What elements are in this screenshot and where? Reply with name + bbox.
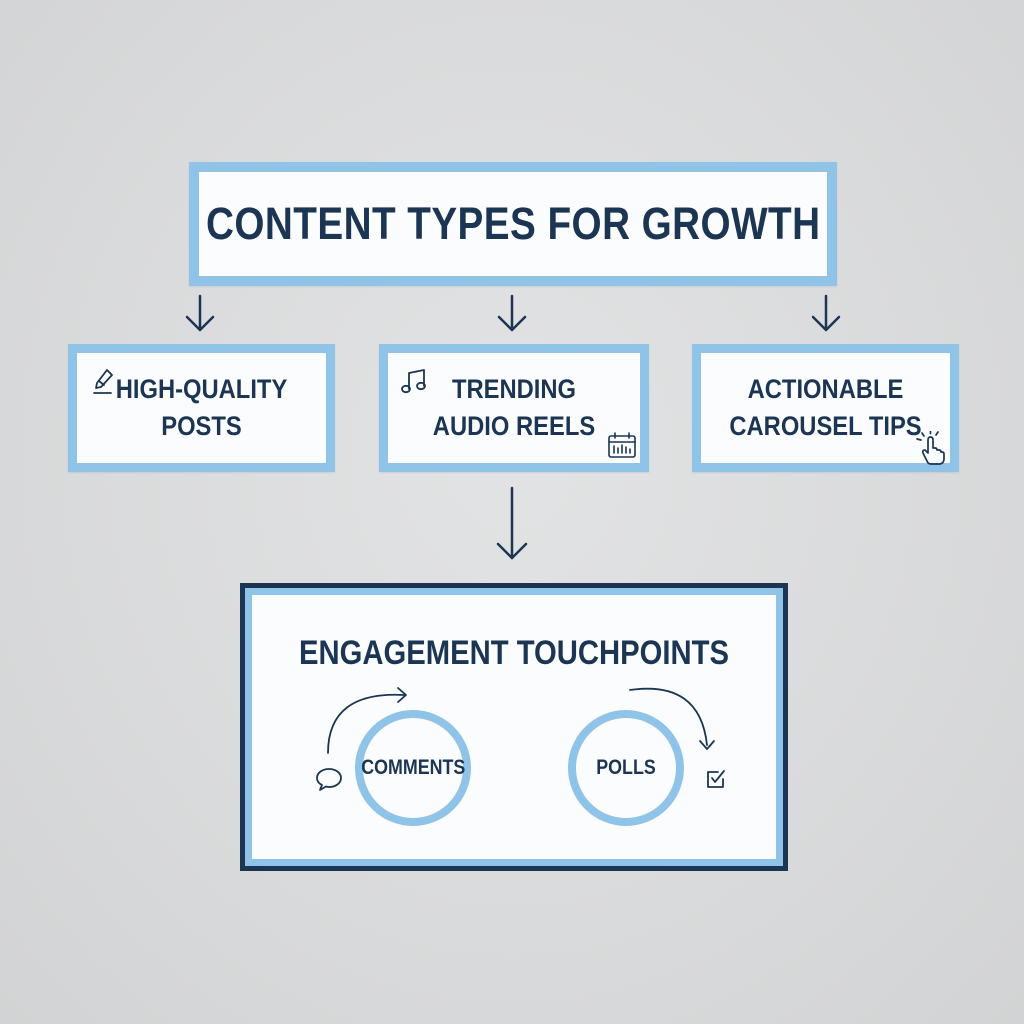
arrow-to-card-2 <box>497 294 527 332</box>
engagement-title: ENGAGEMENT TOUCHPOINTS <box>299 634 729 672</box>
card-1-line-2: POSTS <box>161 411 242 441</box>
engagement-box: ENGAGEMENT TOUCHPOINTS COMMENTS P <box>240 583 788 871</box>
audio-player-icon <box>608 432 636 458</box>
pen-icon <box>93 369 113 394</box>
arrow-to-card-3 <box>811 294 841 332</box>
music-note-icon <box>401 369 426 394</box>
speech-bubble-icon <box>316 768 342 791</box>
arrow-to-engagement <box>496 486 528 560</box>
card-high-quality-posts: HIGH-QUALITY POSTS <box>68 344 335 472</box>
title-box: CONTENT TYPES FOR GROWTH <box>189 162 837 286</box>
card-3-line-1: ACTIONABLE <box>747 374 904 404</box>
card-1-line-1: HIGH-QUALITY <box>115 374 288 404</box>
comments-circle: COMMENTS <box>355 710 471 826</box>
checkbox-icon <box>707 770 725 788</box>
card-3-line-2: CAROUSEL TIPS <box>729 411 922 441</box>
card-trending-audio-reels: TRENDING AUDIO REELS <box>379 344 649 472</box>
card-2-line-2: AUDIO REELS <box>432 411 596 441</box>
arrow-to-card-1 <box>185 294 215 332</box>
card-2-line-1: TRENDING <box>451 374 577 404</box>
card-actionable-carousel-tips: ACTIONABLE CAROUSEL TIPS <box>692 344 959 472</box>
polls-label: POLLS <box>596 756 656 779</box>
polls-circle: POLLS <box>568 710 684 826</box>
comments-label: COMMENTS <box>360 756 466 779</box>
diagram-title: CONTENT TYPES FOR GROWTH <box>205 198 821 249</box>
tap-hand-icon <box>916 431 945 465</box>
